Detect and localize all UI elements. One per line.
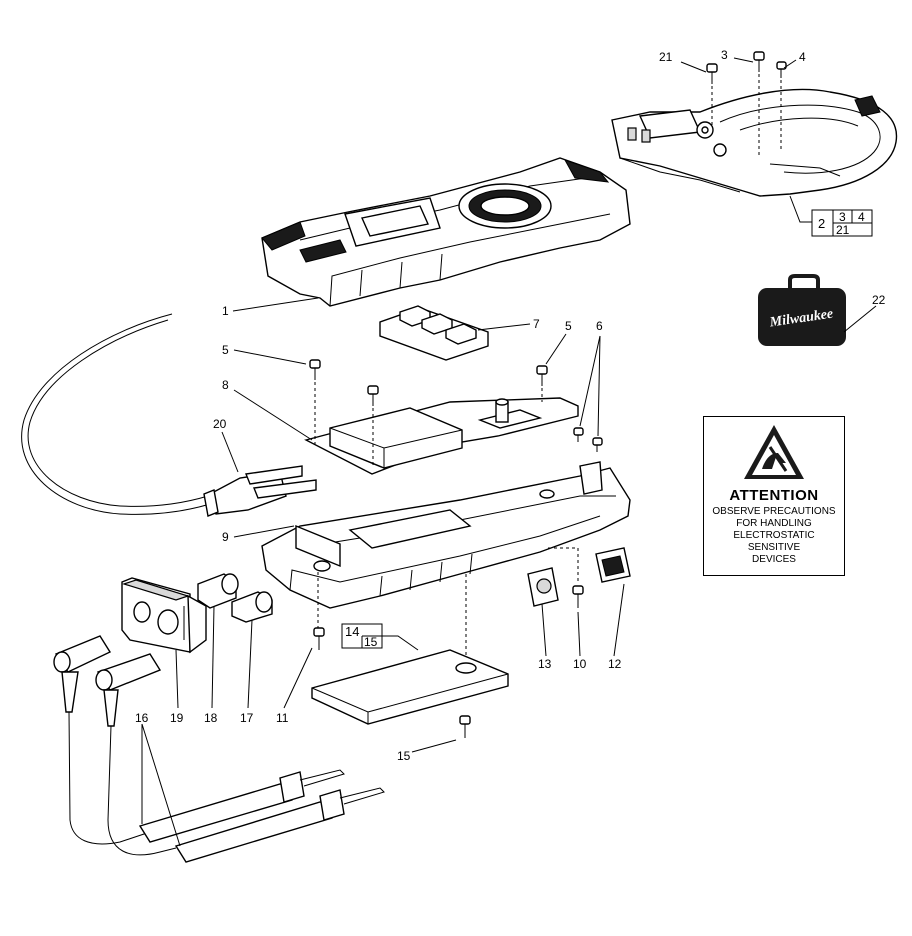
carrying-case: Milwaukee [758,274,846,346]
attention-line: OBSERVE PRECAUTIONS [712,506,836,517]
callout-7: 7 [533,317,540,331]
callout-4: 4 [799,50,806,64]
attention-line: ELECTROSTATIC [733,530,815,541]
front-housing [261,157,631,307]
screw-10 [548,547,584,608]
callout-3: 3 [721,48,728,62]
callout-19: 19 [170,711,184,725]
esd-warning-icon [744,425,804,479]
callout-box-15: 15 [364,635,378,649]
test-leads [53,635,385,863]
battery-door [311,649,509,738]
callout-box-3: 3 [839,210,846,224]
callout-22: 22 [872,293,886,307]
callout-18: 18 [204,711,218,725]
callout-17: 17 [240,711,254,725]
board-screws [309,359,603,468]
callout-8: 8 [222,378,229,392]
jack-insert-17 [231,591,273,623]
callout-box-14: 14 [345,624,359,639]
callout-16: 16 [135,711,149,725]
attention-line: DEVICES [752,554,796,565]
callout-9: 9 [222,530,229,544]
circuit-board [304,397,579,475]
callout-box-2: 2 [818,216,825,231]
screw-11 [313,627,325,650]
attention-line: FOR HANDLING [736,518,812,529]
jack-insert-18 [197,573,239,609]
keypad [379,305,489,361]
switch-12 [595,547,631,583]
callout-20: 20 [213,417,227,431]
clamp-jaw-assembly [611,88,898,197]
attention-line: SENSITIVE [747,542,801,553]
callout-10: 10 [573,657,587,671]
callout-6: 6 [596,319,603,333]
thermocouple-adaptor [21,313,317,517]
esd-attention-label: ATTENTION OBSERVE PRECAUTIONS FOR HANDLI… [703,416,845,576]
callout-1: 1 [222,304,229,318]
attention-title: ATTENTION [729,487,819,504]
callout-box-4: 4 [858,210,865,224]
callout-21: 21 [659,50,673,64]
callout-5-right: 5 [565,319,572,333]
callout-13: 13 [538,657,552,671]
button-13 [527,567,559,607]
callout-box-21: 21 [836,223,850,237]
jaw-screws [706,51,787,156]
input-jack-module [121,577,207,654]
attention-text: OBSERVE PRECAUTIONS FOR HANDLING ELECTRO… [704,506,844,566]
callout-11: 11 [276,711,289,725]
callout-5-left: 5 [222,343,229,357]
callout-12: 12 [608,657,622,671]
callout-15: 15 [397,749,411,763]
rear-housing [261,461,631,666]
